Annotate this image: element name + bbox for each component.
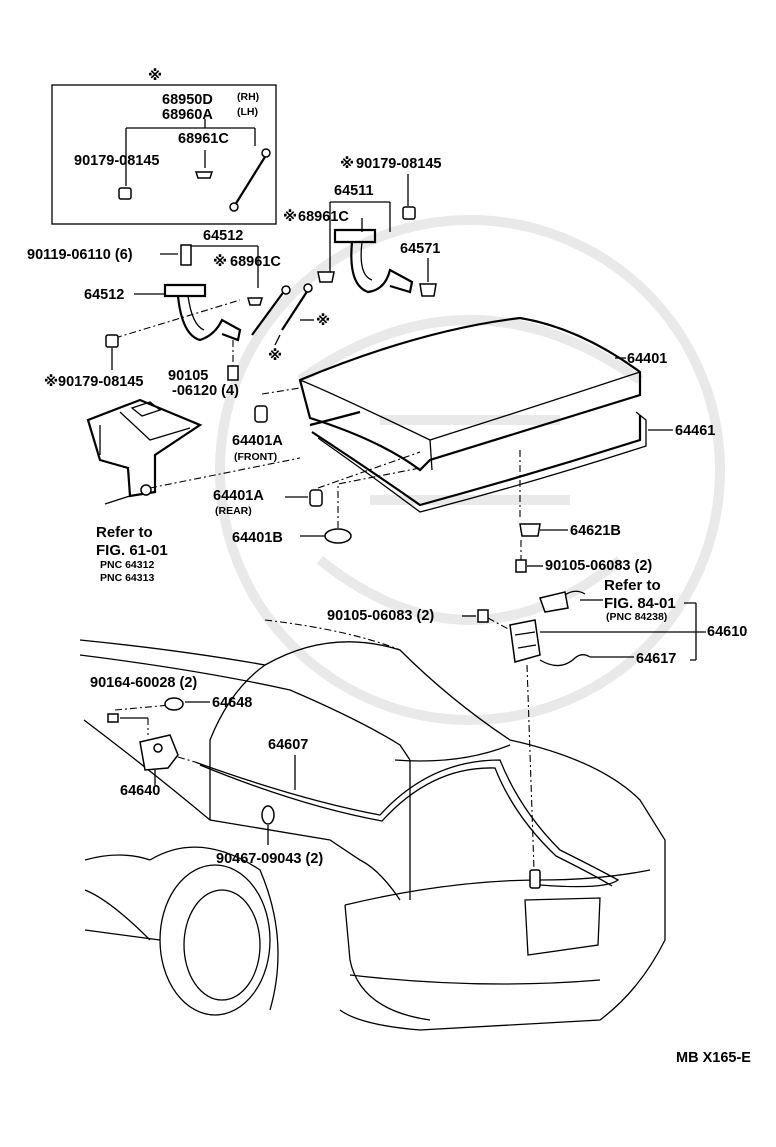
cushion-b-icon <box>324 528 352 544</box>
label-64648: 64648 <box>212 695 252 711</box>
tag-rear: (REAR) <box>215 505 252 517</box>
ref-61-line1: Refer to <box>96 524 153 541</box>
stay-assembly-box: ※ 68950D (RH) 68960A (LH) 68961C 90179-0… <box>51 68 277 225</box>
gas-stay-icon <box>234 151 269 206</box>
label-64607: 64607 <box>268 737 308 753</box>
label-90179-08145-box: 90179-08145 <box>74 153 159 169</box>
label-64512-side: 64512 <box>84 287 124 303</box>
diagram-code: MB X165-E <box>676 1050 751 1066</box>
ref-84-line1: Refer to <box>604 577 661 594</box>
lock-switch-icon <box>539 591 569 613</box>
bolt-upper-icon <box>515 559 527 573</box>
label-64610: 64610 <box>707 624 747 640</box>
rear-wheel-arch <box>149 846 279 1011</box>
label-64512-top: 64512 <box>203 228 243 244</box>
label-64621b: 64621B <box>570 523 621 539</box>
hinge-bracket: Refer to FIG. 61-01 PNC 64312 PNC 64313 <box>86 398 301 584</box>
bolt-icon <box>180 244 192 266</box>
left-hinge-group: 64512 90119-06110 (6) ※ 68961C 64512 ※ ※… <box>27 228 330 399</box>
label-64401b: 64401B <box>232 530 283 546</box>
label-64401: 64401 <box>627 351 667 367</box>
left-gas-stay-icon <box>251 289 286 336</box>
label-68961c-right: 68961C <box>298 209 349 225</box>
opener-cable-icon <box>194 759 620 888</box>
label-64640: 64640 <box>120 783 160 799</box>
label-68961c-left: 68961C <box>230 254 281 270</box>
label-90467-09043: 90467-09043 (2) <box>216 851 323 867</box>
screw-icon <box>107 713 119 723</box>
rear-wheel <box>159 864 271 1016</box>
ref-84-line2: FIG. 84-01 <box>604 595 676 612</box>
label-64571: 64571 <box>400 241 440 257</box>
nut-left-icon <box>105 334 119 348</box>
lock-cable-icon <box>539 654 591 667</box>
lock-assembly-icon <box>509 619 541 663</box>
tag-rh: (RH) <box>237 91 259 103</box>
ref-61-pnc1: PNC 64312 <box>100 559 154 571</box>
label-64511: 64511 <box>334 183 374 199</box>
bolt-left-icon <box>227 365 239 381</box>
label-90105-a: 90105 <box>168 368 208 384</box>
label-90119-06110: 90119-06110 (6) <box>27 247 133 263</box>
label-64617: 64617 <box>636 651 676 667</box>
right-hinge-group: ※ 90179-08145 64511 ※ 68961C 64571 <box>283 156 441 297</box>
label-90105-b: -06120 (4) <box>172 383 239 399</box>
mark-a: ※ <box>316 313 330 329</box>
label-68961c-box: 68961C <box>178 131 229 147</box>
striker-cover-icon <box>519 523 541 537</box>
label-68950d: 68950D <box>162 92 213 108</box>
mark-68961c-right: ※ <box>283 209 297 225</box>
mark-b: ※ <box>268 348 282 364</box>
label-90164-60028: 90164-60028 (2) <box>90 675 197 691</box>
lock-group: 64621B 90105-06083 (2) Refer to FIG. 84-… <box>327 523 747 871</box>
label-90179-08145-right: 90179-08145 <box>356 156 441 172</box>
box-mark: ※ <box>148 68 162 84</box>
ball-stud-icon <box>194 171 214 179</box>
trunk-lid: 64401 64461 64401A (FRONT) 64401A (REAR)… <box>213 316 715 546</box>
label-64461: 64461 <box>675 423 715 439</box>
label-90105-06083-lower: 90105-06083 (2) <box>327 608 434 624</box>
mark-90179-left: ※ <box>44 374 58 390</box>
label-64401a-rear: 64401A <box>213 488 264 504</box>
tag-front: (FRONT) <box>234 451 277 463</box>
label-68960a: 68960A <box>162 107 213 123</box>
ref-61-pnc2: PNC 64313 <box>100 572 154 584</box>
ref-84-pnc: (PNC 84238) <box>606 611 667 623</box>
ref-61-line2: FIG. 61-01 <box>96 542 168 559</box>
nut-right-icon <box>402 206 416 220</box>
bolt-lower-icon <box>477 609 489 623</box>
car-body <box>79 619 666 1031</box>
cushion-rear-icon <box>309 489 323 507</box>
mark-68961c-left: ※ <box>213 254 227 270</box>
label-90179-08145-left: 90179-08145 <box>58 374 143 390</box>
clamp-icon <box>261 805 275 825</box>
mark-90179-right: ※ <box>340 156 354 172</box>
opener-group: 90164-60028 (2) 64648 64640 64607 90467-… <box>90 675 620 889</box>
tag-lh: (LH) <box>237 106 258 118</box>
label-90105-06083-upper: 90105-06083 (2) <box>545 558 652 574</box>
label-64401a-front: 64401A <box>232 433 283 449</box>
nut-icon <box>118 187 132 200</box>
cushion-front-icon <box>254 405 268 423</box>
cover-icon <box>164 697 184 711</box>
license-plate-recess <box>524 897 601 956</box>
watermark-logo <box>215 215 725 725</box>
stopper-icon <box>419 283 437 297</box>
